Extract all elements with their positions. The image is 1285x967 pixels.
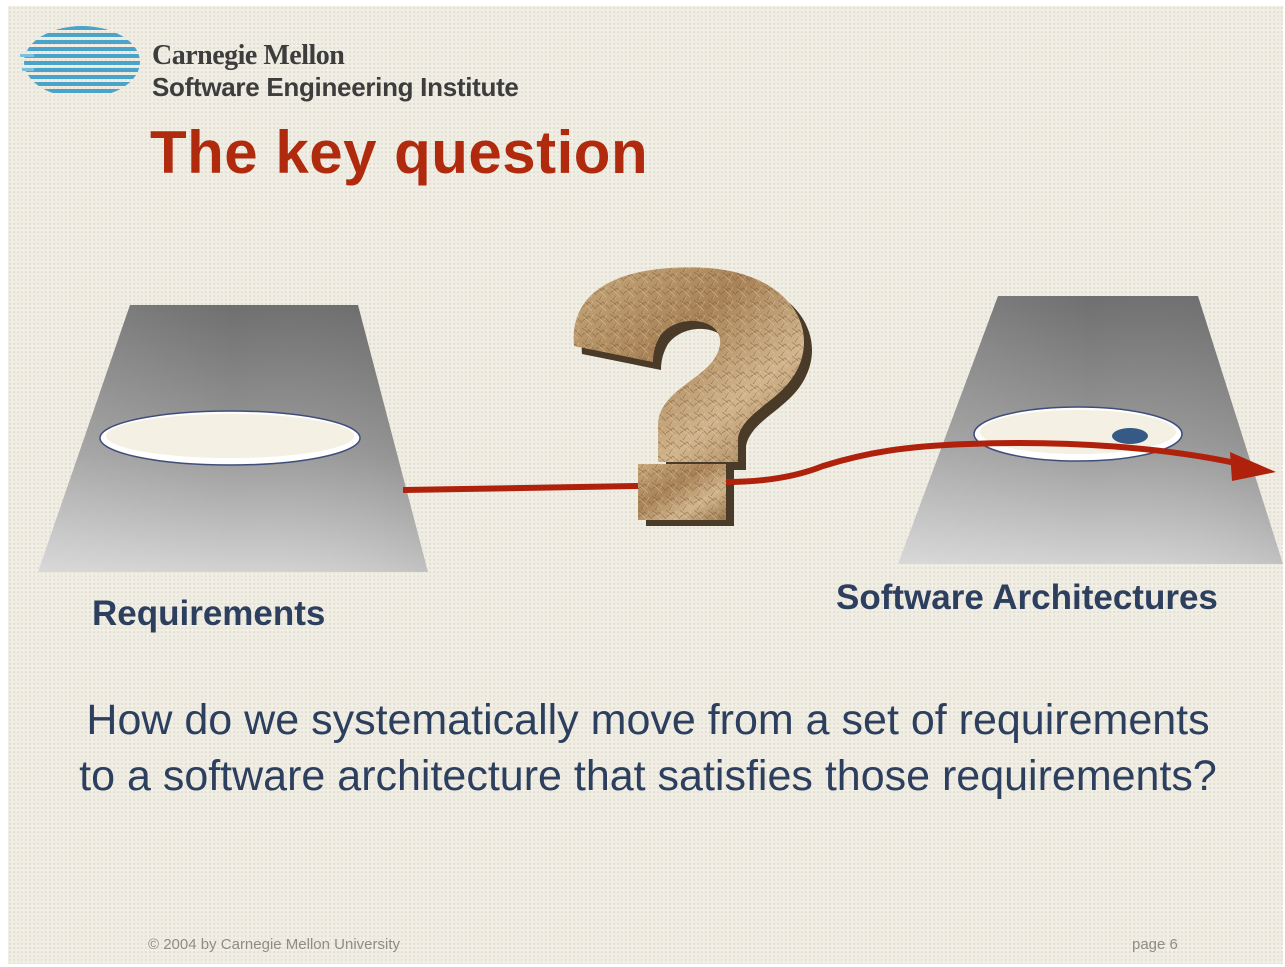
org-name: Carnegie Mellon [152,40,345,71]
requirements-label: Requirements [92,594,326,633]
page-number: page 6 [1132,936,1178,953]
arrow-line-right [725,439,1241,485]
question-mark-icon [573,267,812,526]
arrow-line-left [402,483,639,493]
slide-title: The key question [150,119,649,186]
copyright-footer: © 2004 by Carnegie Mellon University [148,936,401,953]
sei-logo-icon [20,26,140,93]
diagram [38,267,1283,572]
architectures-label: Software Architectures [836,578,1218,617]
arrow-head-icon [1230,452,1276,481]
org-subtitle: Software Engineering Institute [152,72,519,102]
slide: Carnegie Mellon Software Engineering Ins… [8,6,1283,964]
architecture-platform [898,296,1283,564]
key-question-text: How do we systematically move from a set… [79,696,1217,800]
requirements-platform [38,305,428,572]
